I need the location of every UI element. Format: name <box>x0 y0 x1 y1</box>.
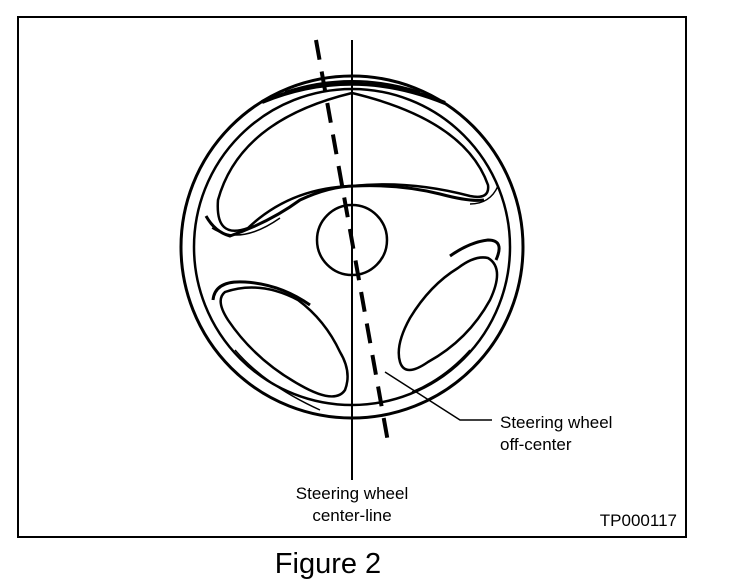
center-line-label-line2: center-line <box>312 506 391 525</box>
figure-frame <box>17 16 687 538</box>
off-center-label-line1: Steering wheel <box>500 413 612 432</box>
center-line-label-line1: Steering wheel <box>296 484 408 503</box>
off-center-line <box>314 39 390 443</box>
off-center-label-line2: off-center <box>500 435 572 454</box>
upper-spoke-opening <box>204 91 499 238</box>
figure-code: TP000117 <box>600 511 677 530</box>
lower-right-spoke-opening <box>397 238 501 393</box>
figure-caption: Figure 2 <box>275 548 381 580</box>
lower-left-spoke-opening <box>211 280 349 411</box>
off-center-leader <box>384 371 492 421</box>
